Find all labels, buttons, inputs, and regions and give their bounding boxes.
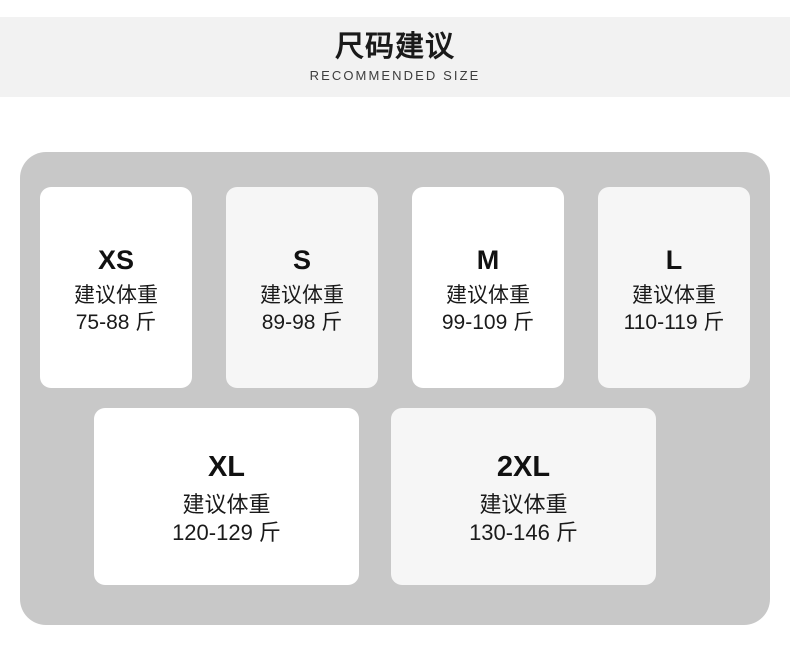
size-card-2xl[interactable]: 2XL 建议体重 130-146 斤 — [391, 408, 656, 585]
page-header: 尺码建议 RECOMMENDED SIZE — [0, 17, 790, 97]
size-card-s[interactable]: S 建议体重 89-98 斤 — [226, 187, 378, 388]
weight-range: 89-98 斤 — [261, 311, 343, 335]
weight-caption: 建议体重 — [260, 284, 344, 308]
size-chart-panel: XS 建议体重 75-88 斤 S 建议体重 89-98 斤 M 建议体重 99… — [20, 152, 770, 625]
weight-caption: 建议体重 — [479, 491, 568, 517]
page-subtitle: RECOMMENDED SIZE — [309, 68, 481, 84]
size-label: XS — [97, 244, 135, 275]
size-card-l[interactable]: L 建议体重 110-119 斤 — [598, 187, 750, 388]
size-card-row-top: XS 建议体重 75-88 斤 S 建议体重 89-98 斤 M 建议体重 99… — [40, 187, 750, 388]
weight-caption: 建议体重 — [632, 284, 716, 308]
weight-caption: 建议体重 — [74, 284, 158, 308]
weight-range: 120-129 斤 — [172, 519, 281, 545]
weight-range: 130-146 斤 — [469, 519, 578, 545]
size-card-row-bottom: XL 建议体重 120-129 斤 2XL 建议体重 130-146 斤 — [94, 408, 656, 585]
size-label: XL — [207, 451, 246, 484]
size-label: M — [476, 244, 500, 275]
size-card-m[interactable]: M 建议体重 99-109 斤 — [412, 187, 564, 388]
size-card-xs[interactable]: XS 建议体重 75-88 斤 — [40, 187, 192, 388]
weight-caption: 建议体重 — [182, 491, 271, 517]
page-title: 尺码建议 — [334, 30, 455, 63]
weight-caption: 建议体重 — [446, 284, 530, 308]
size-card-xl[interactable]: XL 建议体重 120-129 斤 — [94, 408, 359, 585]
size-label: S — [292, 244, 311, 275]
weight-range: 99-109 斤 — [441, 311, 535, 335]
size-label: L — [665, 244, 683, 275]
size-label: 2XL — [496, 451, 551, 484]
weight-range: 110-119 斤 — [623, 311, 725, 335]
weight-range: 75-88 斤 — [75, 311, 157, 335]
